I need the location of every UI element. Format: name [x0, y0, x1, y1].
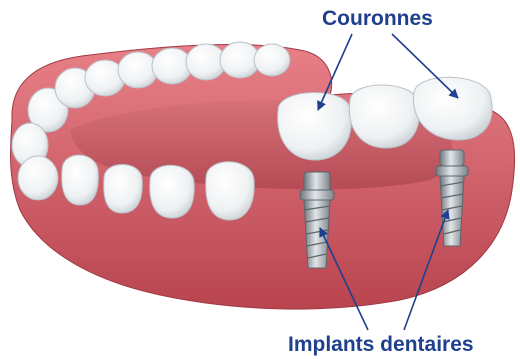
implants-label: Implants dentaires — [288, 333, 474, 357]
crowns-label: Couronnes — [322, 7, 433, 31]
